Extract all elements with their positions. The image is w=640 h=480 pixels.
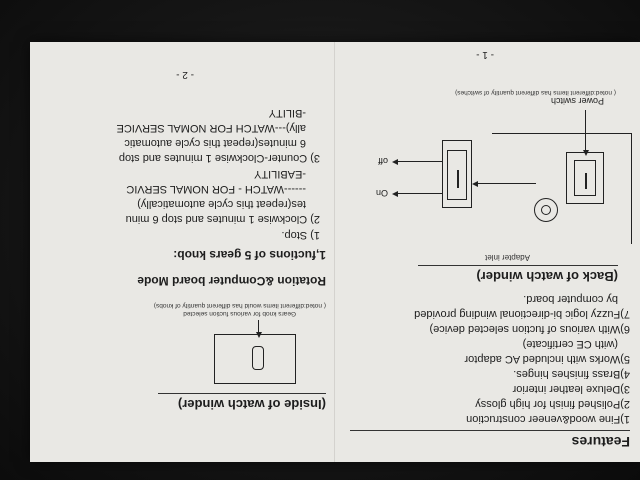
knob-item-2b: tes(repeat this cycle automatically) bbox=[137, 198, 306, 210]
knob-note-1: Gears knob for various fuction selected bbox=[183, 310, 296, 317]
page-number-2: - 2 - bbox=[176, 69, 194, 80]
knob-item-3: 3) Counter-Clockwise 1 minutes and stop bbox=[118, 152, 320, 164]
adapter-inlet-inner bbox=[541, 205, 551, 215]
off-label: off bbox=[378, 156, 388, 166]
rotation-title: Rotation &Computer board Mode bbox=[137, 274, 326, 288]
knob-item-2c: ------WATCH - FOR NOMAL SERVIC bbox=[126, 183, 306, 195]
knob-item-1: 1) Stop. bbox=[281, 229, 320, 241]
power-switch-pointer bbox=[585, 110, 586, 154]
power-switch-note: ( noted:different items has different qu… bbox=[455, 89, 616, 96]
feature-4: 4)Brass finishes hinges. bbox=[513, 368, 630, 380]
feature-7: 7)Fuzzy logic bi-directional winding pro… bbox=[414, 308, 630, 320]
gears-knob bbox=[252, 346, 264, 370]
power-pointer-arrow bbox=[472, 181, 478, 187]
diagram-edge-bottom bbox=[492, 133, 632, 134]
knob-note-2: ( noted:different items would has differ… bbox=[153, 302, 326, 309]
feature-7b: by computer board. bbox=[523, 293, 618, 305]
diagram-edge-left bbox=[631, 134, 632, 244]
switch-2-mark bbox=[457, 170, 459, 188]
back-rule bbox=[418, 265, 618, 266]
adapter-label: Adapter inlet bbox=[485, 253, 530, 262]
feature-1: 1)Fine wood&veneer construction bbox=[466, 413, 630, 425]
knob-pointer-arrow bbox=[256, 332, 262, 338]
features-title: Features bbox=[571, 434, 630, 450]
knob-item-2: 2) Clockwise 1 minutes and stop 6 minu bbox=[125, 213, 320, 225]
feature-5: 5)Works with included AC adaptor bbox=[464, 353, 631, 365]
knob-item-2d: -EABILITY bbox=[254, 168, 306, 180]
page-number-1: - 1 - bbox=[476, 49, 494, 60]
knob-item-3d: -BILITY bbox=[268, 107, 306, 119]
back-title: (Back of watch winder) bbox=[476, 269, 618, 284]
feature-2: 2)Polished finish for high glossy bbox=[475, 398, 630, 410]
power-pointer bbox=[476, 183, 536, 184]
knob-item-3b: 6 minutes(repeat this cycle automatic bbox=[124, 137, 306, 149]
on-arrow bbox=[392, 191, 398, 197]
features-rule bbox=[350, 430, 630, 431]
switch-1-mark bbox=[585, 173, 587, 189]
feature-6: 6)With various of fuction selected devic… bbox=[429, 323, 630, 335]
printed-content-upside-down: Features 1)Fine wood&veneer construction… bbox=[30, 42, 640, 462]
off-arrow bbox=[392, 159, 398, 165]
inside-rule bbox=[158, 393, 326, 394]
on-pointer bbox=[396, 193, 442, 194]
feature-3: 3)Deluxe leather interior bbox=[512, 383, 630, 395]
knob-item-3c: ally)---WATCH FOR NOMAL SERVICE bbox=[116, 122, 306, 134]
feature-5b: (with CE certificate) bbox=[522, 338, 618, 350]
off-pointer bbox=[396, 161, 442, 162]
power-switch-arrow bbox=[583, 150, 589, 156]
fuctions-title: 1,fuctions of 5 gears knob: bbox=[173, 248, 326, 262]
page-2: (Inside of watch winder) Gears knob for … bbox=[30, 42, 336, 462]
page-fold bbox=[334, 42, 336, 462]
inside-title: (Inside of watch winder) bbox=[177, 397, 326, 412]
page-1: Features 1)Fine wood&veneer construction… bbox=[336, 42, 640, 462]
on-label: On bbox=[375, 188, 388, 198]
